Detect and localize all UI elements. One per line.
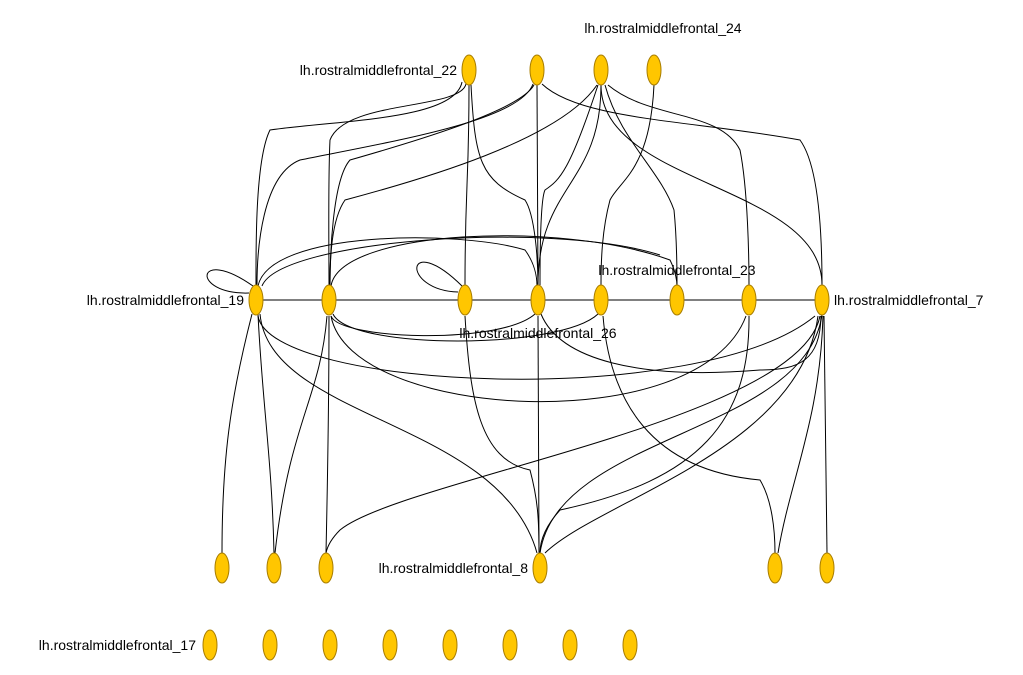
graph-node-i2[interactable] xyxy=(262,629,278,661)
edge-n7-n8 xyxy=(539,314,823,554)
node-label-n22: lh.rostralmiddlefrontal_22 xyxy=(300,62,457,78)
edge-n7-b3 xyxy=(325,315,821,554)
graph-node-m2[interactable] xyxy=(321,284,337,316)
graph-node-n19[interactable] xyxy=(248,284,264,316)
node-label-n23: lh.rostralmiddlefrontal_23 xyxy=(598,262,755,278)
graph-node-b5[interactable] xyxy=(767,552,783,584)
edge-n26-n8 xyxy=(537,315,540,554)
edge-layer xyxy=(206,81,828,554)
edge-n19-b2 xyxy=(257,313,275,554)
node-label-n26: lh.rostralmiddlefrontal_26 xyxy=(459,325,616,341)
edge-n7-b5 xyxy=(777,315,824,554)
graph-node-b2[interactable] xyxy=(266,552,282,584)
graph-node-b1[interactable] xyxy=(214,552,230,584)
edge-n19-n8 xyxy=(259,313,538,554)
edge-n24-m5 xyxy=(539,84,599,286)
edge-n26-n7 xyxy=(540,313,822,373)
graph-node-i3[interactable] xyxy=(322,629,338,661)
edge-t2-n7 xyxy=(541,83,823,286)
edge-n19-n23 xyxy=(261,236,661,287)
node-layer xyxy=(202,54,835,661)
edge-m2-b2 xyxy=(274,315,328,554)
edge-n7-b6 xyxy=(823,315,828,554)
edge-n24-n23 xyxy=(604,84,678,286)
graph-node-m3[interactable] xyxy=(457,284,473,316)
edge-m5-b5 xyxy=(602,315,776,554)
node-label-n7: lh.rostralmiddlefrontal_7 xyxy=(834,292,984,308)
edge-n22-n19 xyxy=(255,81,463,286)
graph-node-n17[interactable] xyxy=(202,629,218,661)
edge-n22-n26 xyxy=(470,84,539,286)
edge-m3-n8 xyxy=(464,315,540,554)
edge-n19-n7 xyxy=(257,315,816,380)
graph-node-t2[interactable] xyxy=(529,54,545,86)
graph-node-m5[interactable] xyxy=(593,284,609,316)
node-label-n17: lh.rostralmiddlefrontal_17 xyxy=(39,637,196,653)
graph-node-b3[interactable] xyxy=(318,552,334,584)
edge-m2-m7 xyxy=(330,315,747,403)
graph-node-n7[interactable] xyxy=(814,284,830,316)
graph-node-n22[interactable] xyxy=(461,54,477,86)
graph-node-m7[interactable] xyxy=(741,284,757,316)
edge-n24-n26 xyxy=(537,84,602,286)
graph-node-t4[interactable] xyxy=(646,54,662,86)
graph-node-n8[interactable] xyxy=(532,552,548,584)
node-label-n19: lh.rostralmiddlefrontal_19 xyxy=(87,292,244,308)
edge-n22-m2 xyxy=(328,83,467,286)
graph-node-n23[interactable] xyxy=(669,284,685,316)
node-label-n24: lh.rostralmiddlefrontal_24 xyxy=(584,20,741,36)
edge-n19-n19 xyxy=(206,269,254,294)
edge-n19-b1 xyxy=(221,313,253,554)
graph-node-n24[interactable] xyxy=(593,54,609,86)
edge-n24-m2 xyxy=(329,84,598,286)
label-layer: lh.rostralmiddlefrontal_22 lh.rostralmidd… xyxy=(39,20,984,653)
edge-m3-m3 xyxy=(416,261,463,293)
node-label-n8: lh.rostralmiddlefrontal_8 xyxy=(379,560,529,576)
edge-t2-n26 xyxy=(536,84,539,286)
edge-m7-n8 xyxy=(539,315,750,554)
edge-m2-b3 xyxy=(325,315,330,554)
edge-n7-n8 xyxy=(544,315,819,554)
graph-node-i6[interactable] xyxy=(502,629,518,661)
graph-node-i5[interactable] xyxy=(442,629,458,661)
edge-n24-m7 xyxy=(607,84,750,286)
edge-m2-n26 xyxy=(330,313,536,337)
graph-node-i7[interactable] xyxy=(562,629,578,661)
graph-node-b6[interactable] xyxy=(819,552,835,584)
edge-n24-n7 xyxy=(600,84,823,286)
edge-m2-n23 xyxy=(330,235,678,287)
edge-t2-n19 xyxy=(256,83,534,286)
edge-t4-n26 xyxy=(600,84,655,286)
edge-t2-m2 xyxy=(329,84,535,286)
edge-n19-n26 xyxy=(257,237,538,287)
graph-node-n26[interactable] xyxy=(530,284,546,316)
graph-node-i8[interactable] xyxy=(622,629,638,661)
graph-node-i4[interactable] xyxy=(382,629,398,661)
edge-n22-m3 xyxy=(464,84,470,286)
edge-m2-m5 xyxy=(332,313,599,342)
